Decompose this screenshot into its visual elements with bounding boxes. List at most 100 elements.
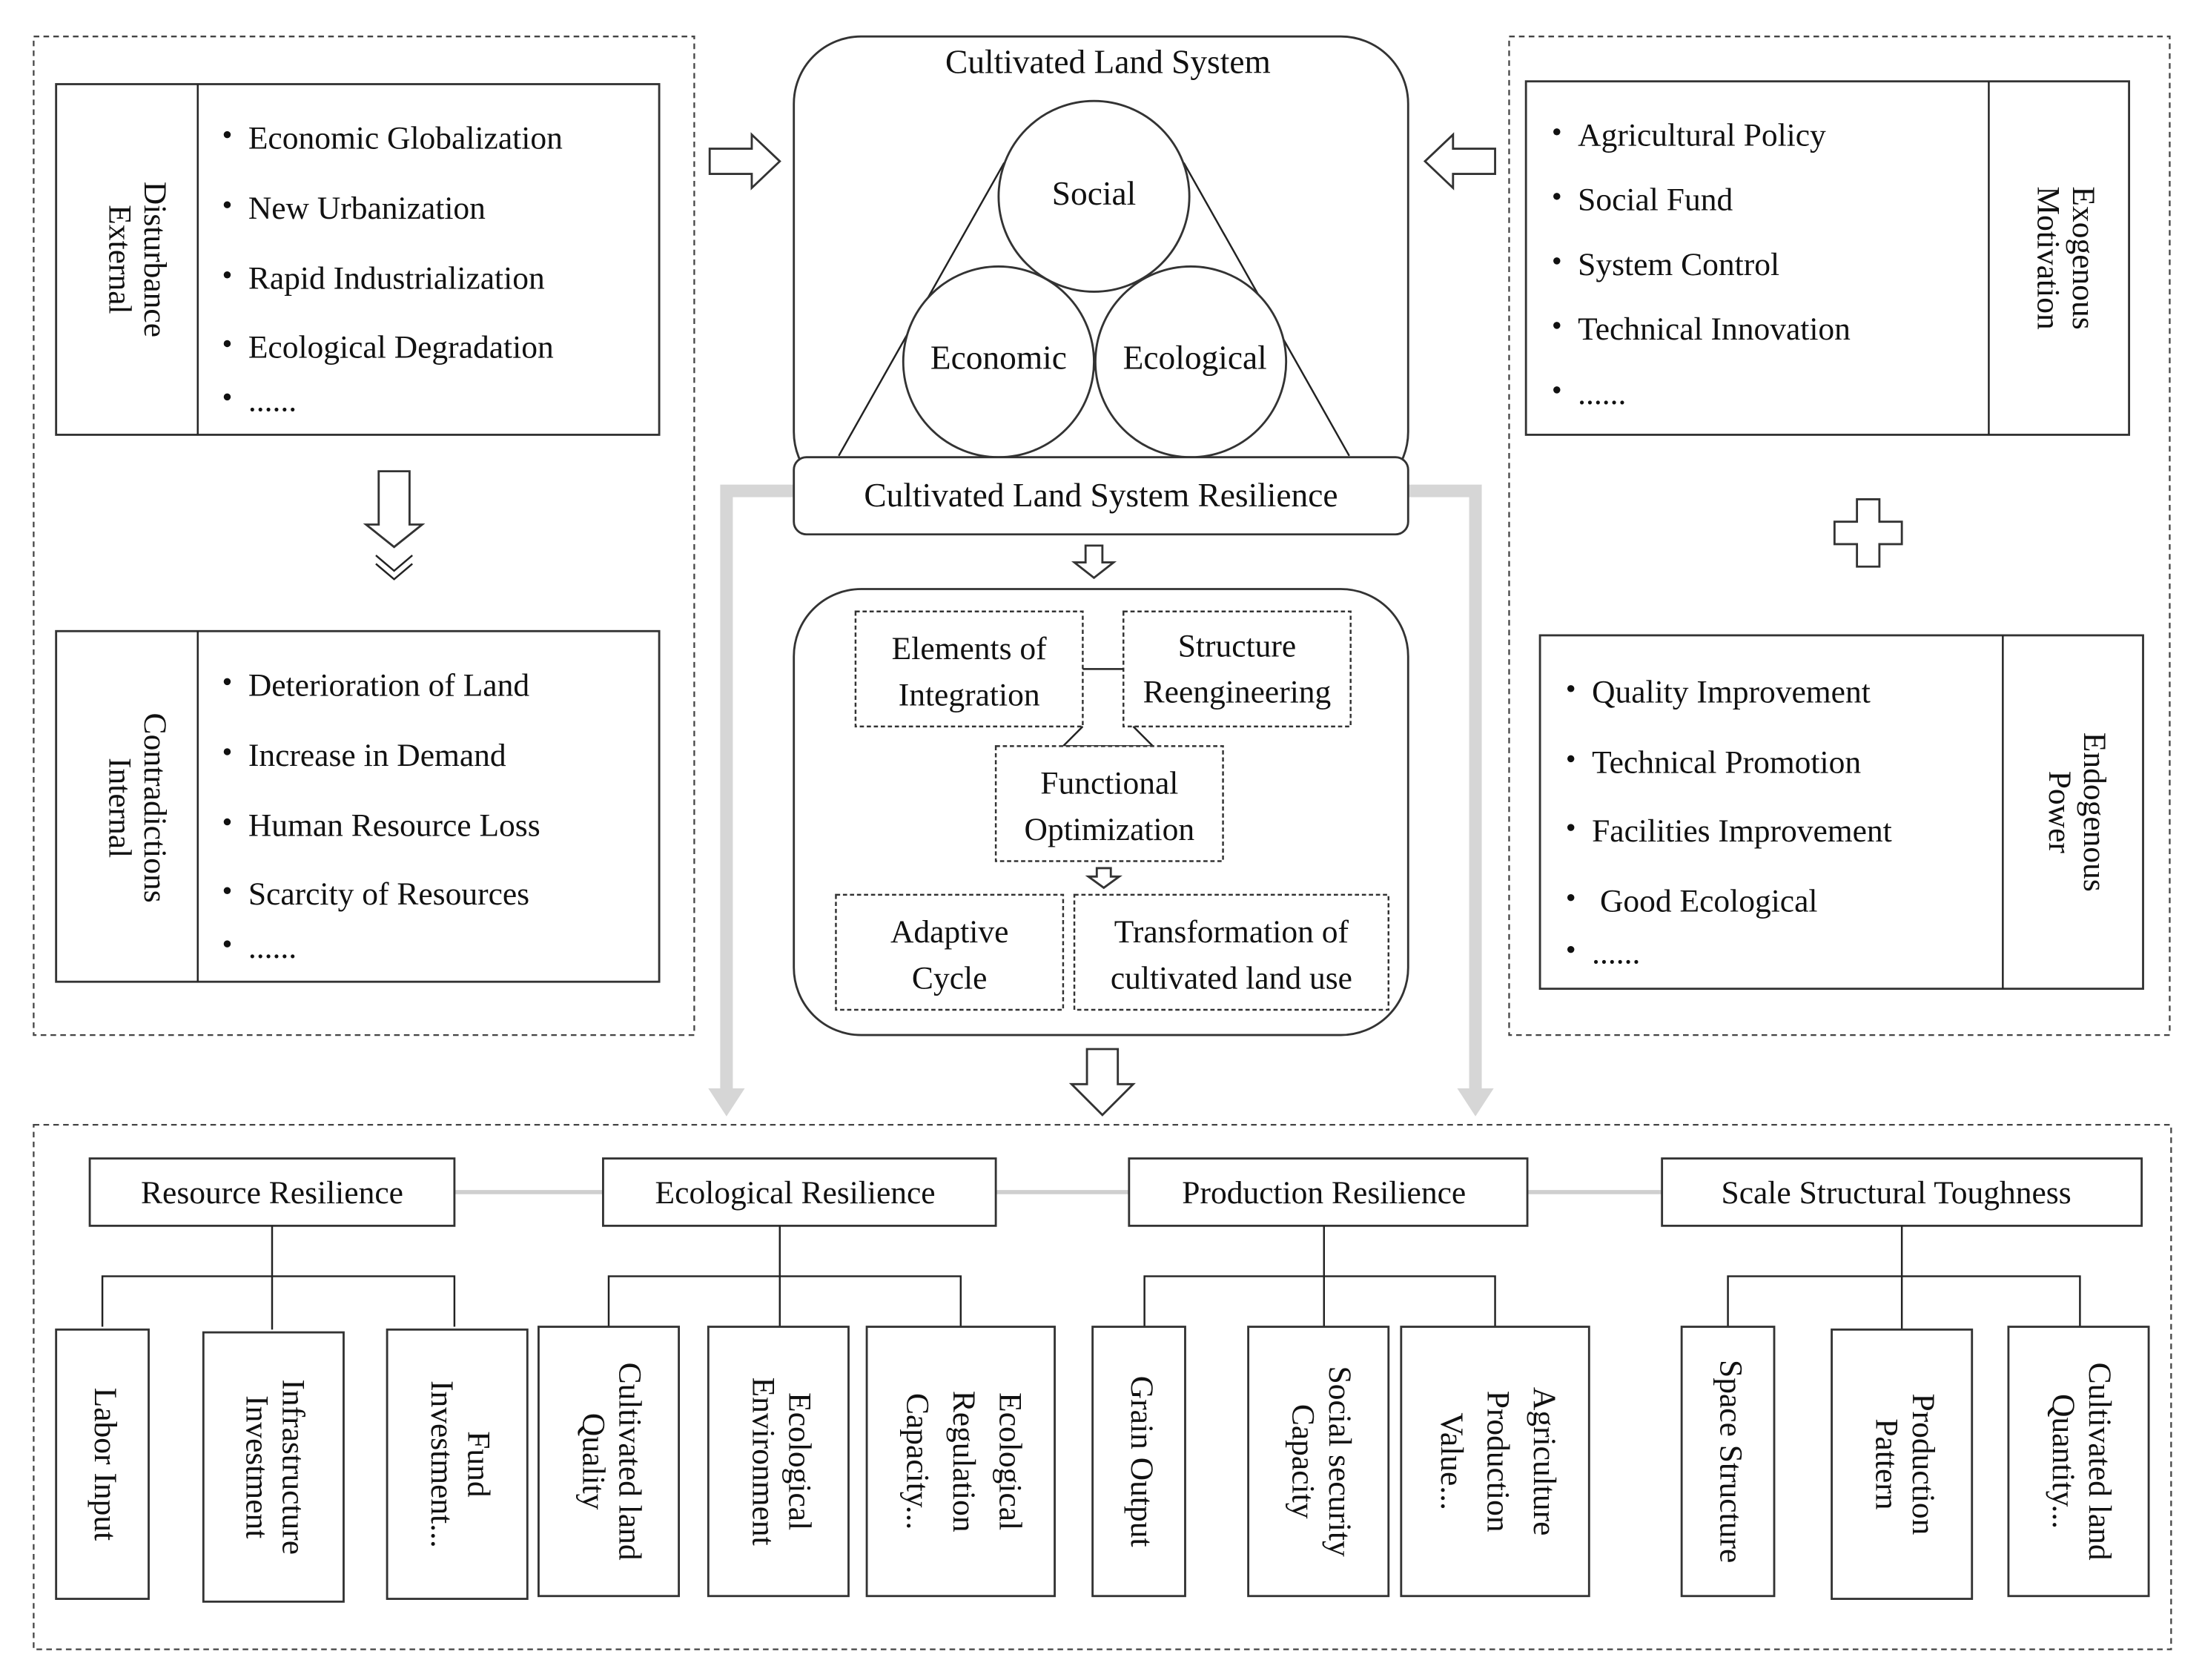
leaf-social-security-capacity xyxy=(1247,1326,1390,1598)
leaf-text: Capacity... xyxy=(899,1393,935,1529)
leaf-infrastructure-investment xyxy=(202,1331,345,1603)
small-down-arrow xyxy=(1071,544,1117,580)
production-resilience-label: Production Resilience xyxy=(1182,1175,1466,1211)
right-pointing-arrow xyxy=(708,132,781,191)
scale-structural-toughness-label: Scale Structural Toughness xyxy=(1722,1175,2072,1211)
leaf-fund-investment xyxy=(386,1328,529,1600)
external-disturbance-panel: External Disturbance Economic Globalizat… xyxy=(55,83,661,436)
leaf-text: Environment xyxy=(745,1378,781,1546)
list-item: ...... xyxy=(1578,376,1626,411)
leaf-text: Ecological xyxy=(782,1392,818,1530)
leaf-text: Agriculture xyxy=(1527,1387,1562,1536)
leaf-text: Capacity xyxy=(1286,1404,1321,1519)
right-gray-arrow xyxy=(1408,484,1494,1117)
adaptive-line2: Cycle xyxy=(912,961,987,996)
elements-of-integration-box xyxy=(854,610,1084,728)
bottom-dimension-tree: Resource Resilience Ecological Resilienc… xyxy=(55,1157,2150,1603)
list-item: Social Fund xyxy=(1578,182,1733,218)
leaf-space-structure xyxy=(1680,1326,1776,1598)
exogenous-list: Agricultural Policy Social Fund System C… xyxy=(1553,118,1851,411)
list-item: Technical Innovation xyxy=(1578,311,1851,347)
internal-list: Deterioration of Land Increase in Demand… xyxy=(223,667,540,965)
adaptive-cycle-box xyxy=(835,893,1065,1011)
external-title-line2: Disturbance xyxy=(137,182,173,337)
reengineering-line2: Reengineering xyxy=(1143,675,1332,710)
leaf-text: Infrastructure xyxy=(276,1379,311,1555)
resource-resilience-label: Resource Resilience xyxy=(141,1175,403,1211)
process-panel: Elements of Integration Structure Reengi… xyxy=(793,588,1409,1036)
leaf-agriculture-production-value xyxy=(1400,1326,1590,1598)
leaf-text: Labor Input xyxy=(87,1388,123,1541)
list-item: Good Ecological xyxy=(1592,884,1817,919)
leaf-text: Pattern xyxy=(1869,1418,1905,1509)
production-resilience-box xyxy=(1128,1157,1529,1227)
list-item: System Control xyxy=(1578,247,1779,282)
adaptive-line1: Adaptive xyxy=(890,914,1008,950)
leaf-text: Cultivated land xyxy=(612,1363,648,1561)
leaf-text: Cultivated land xyxy=(2082,1363,2117,1561)
list-item: Quality Improvement xyxy=(1592,675,1871,710)
leaf-text: Investment xyxy=(239,1395,274,1538)
leaf-cultivated-land-quantity xyxy=(2007,1326,2150,1598)
leaf-text: Quantity... xyxy=(2046,1394,2081,1529)
internal-contradictions-panel: Internal Contradictions Deterioration of… xyxy=(55,629,661,983)
leaf-grain-output xyxy=(1091,1326,1186,1598)
left-down-arrow xyxy=(363,470,426,581)
exogenous-title-line2: Motivation xyxy=(2031,186,2066,330)
exogenous-motivation-panel: Exogenous Motivation Agricultural Policy… xyxy=(1524,80,2131,436)
right-region-frame xyxy=(1508,36,2171,1036)
leaf-cultivated-land-quality xyxy=(537,1326,681,1598)
list-item: ...... xyxy=(248,383,297,418)
list-item: ...... xyxy=(248,930,297,965)
ecological-resilience-label: Ecological Resilience xyxy=(655,1175,936,1211)
leaf-text: Fund xyxy=(460,1431,496,1498)
cultivated-land-system: Cultivated Land System Social Economic E… xyxy=(793,35,1409,500)
endogenous-list: Quality Improvement Technical Promotion … xyxy=(1567,675,1892,971)
list-item: New Urbanization xyxy=(248,191,486,226)
leaf-text: Space Structure xyxy=(1713,1360,1749,1563)
leaf-text: Regulation xyxy=(946,1391,982,1532)
left-pointing-arrow xyxy=(1423,132,1496,191)
list-item: Agricultural Policy xyxy=(1578,118,1826,153)
leaf-text: Ecological xyxy=(992,1392,1028,1530)
endogenous-title-line1: Endogenous xyxy=(2077,732,2112,892)
leaf-text: Quality xyxy=(575,1413,611,1510)
resilience-bar: Cultivated Land System Resilience xyxy=(793,456,1409,536)
optimization-line2: Optimization xyxy=(1025,812,1195,847)
list-item: Deterioration of Land xyxy=(248,667,530,703)
list-item: Economic Globalization xyxy=(248,121,563,156)
funnel-connector xyxy=(1060,726,1155,747)
integration-line1: Elements of xyxy=(892,631,1047,667)
tiny-down-arrow xyxy=(1085,867,1123,890)
structure-reengineering-box xyxy=(1123,610,1352,728)
list-item: Human Resource Loss xyxy=(248,807,540,843)
ecological-label: Ecological xyxy=(1123,340,1267,377)
resource-resilience-box xyxy=(88,1157,456,1227)
internal-title-line2: Contradictions xyxy=(137,713,173,903)
leaf-labor-input xyxy=(55,1328,150,1600)
optimization-line1: Functional xyxy=(1040,766,1178,801)
internal-title-line1: Internal xyxy=(102,758,138,858)
resilience-label: Cultivated Land System Resilience xyxy=(864,477,1338,514)
leaf-text: Investment... xyxy=(424,1380,460,1548)
left-region-frame xyxy=(33,36,695,1036)
leaf-ecological-environment xyxy=(707,1326,850,1598)
social-label: Social xyxy=(1052,175,1136,212)
leaf-text: Grain Output xyxy=(1124,1376,1160,1547)
list-item: Technical Promotion xyxy=(1592,744,1861,780)
plus-icon xyxy=(1833,498,1903,568)
list-item: Increase in Demand xyxy=(248,738,506,773)
transformation-line2: cultivated land use xyxy=(1111,961,1352,996)
reengineering-line1: Structure xyxy=(1178,628,1296,664)
ecological-resilience-box xyxy=(602,1157,997,1227)
integration-line2: Integration xyxy=(899,678,1040,713)
endogenous-title-line2: Power xyxy=(2042,771,2077,854)
leaf-text: Value... xyxy=(1434,1412,1469,1510)
endogenous-power-panel: Endogenous Power Quality Improvement Tec… xyxy=(1538,634,2144,991)
leaf-production-pattern xyxy=(1831,1328,1974,1600)
social-circle xyxy=(997,99,1191,293)
leaf-text: Production xyxy=(1905,1393,1941,1535)
transformation-box xyxy=(1073,893,1390,1011)
